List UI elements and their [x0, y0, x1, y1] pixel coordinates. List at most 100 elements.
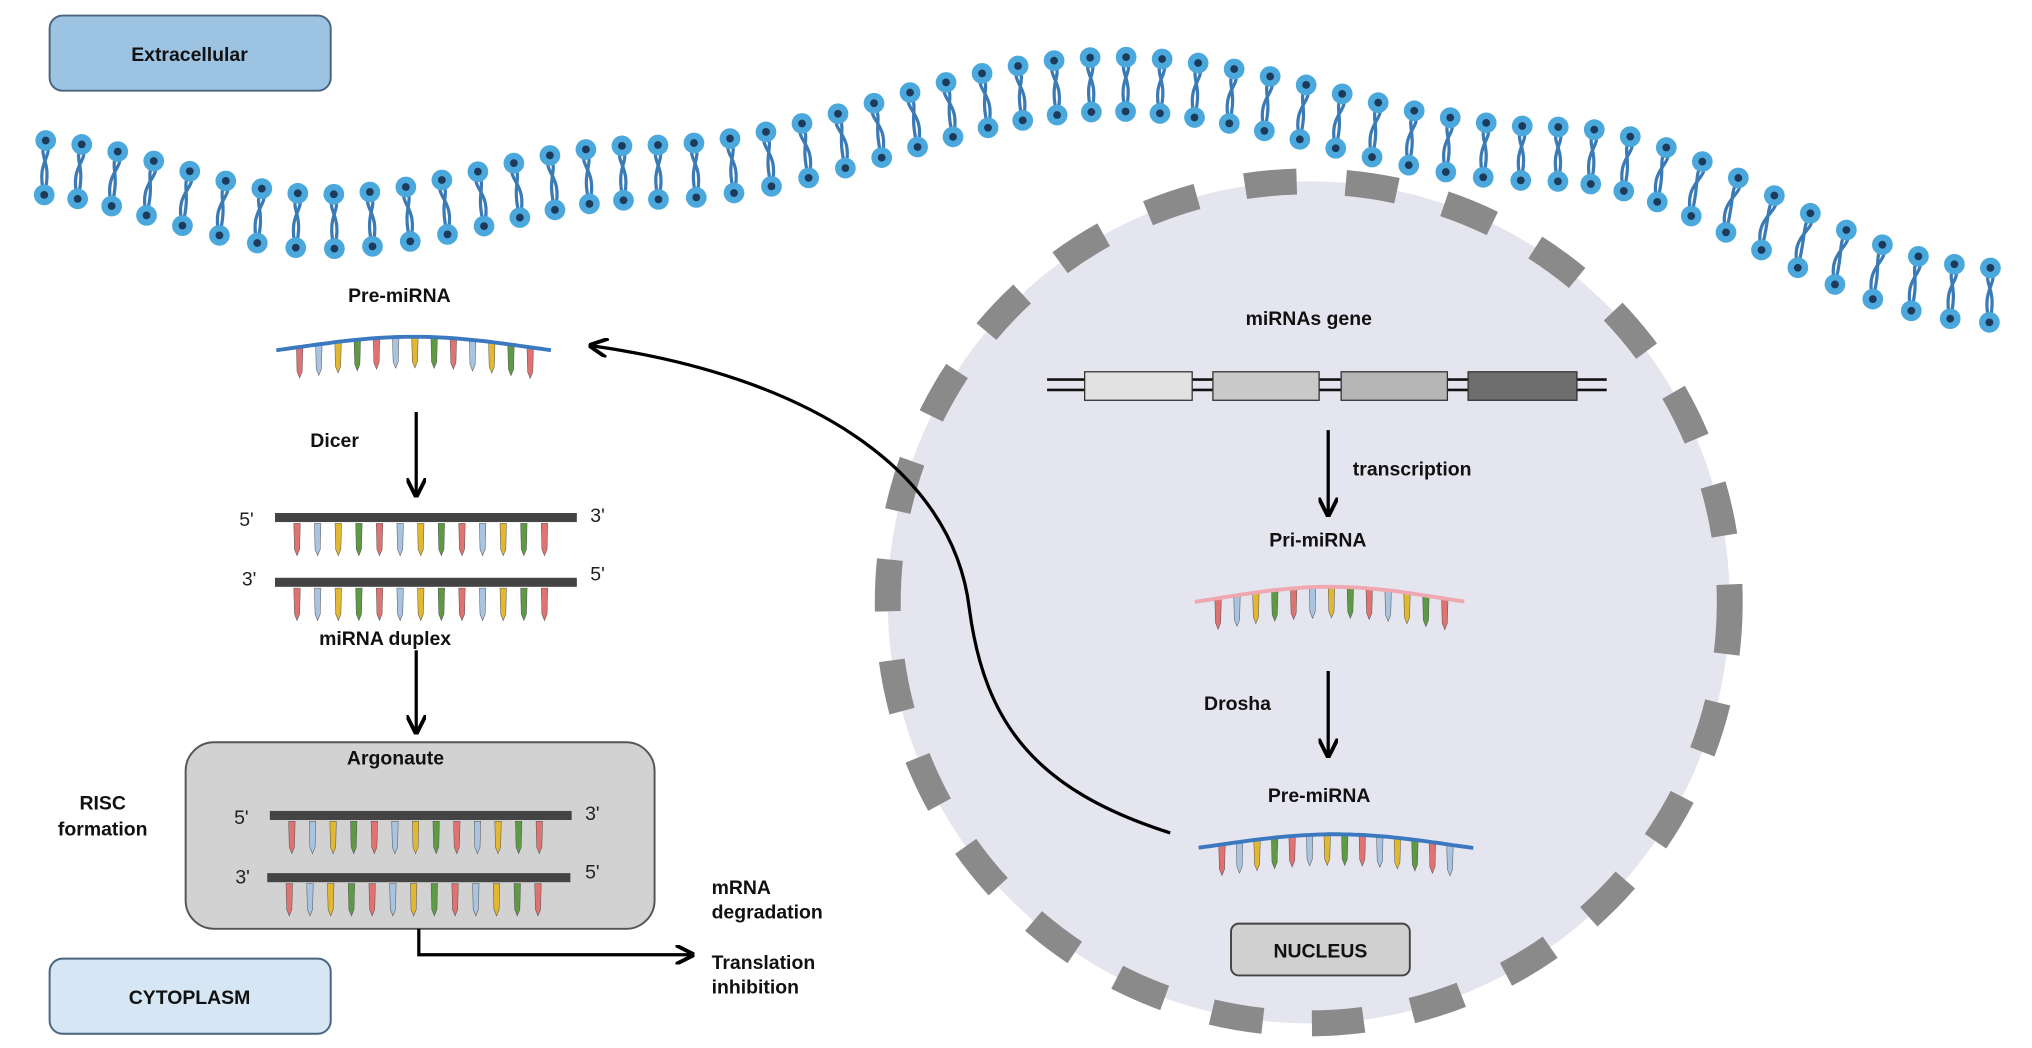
nucleotide: [453, 821, 461, 855]
nucleotide: [350, 821, 358, 855]
cell-membrane: [33, 46, 2001, 333]
risc-label: RISC: [80, 793, 126, 815]
phospholipid: [1613, 126, 1641, 202]
phospholipid: [33, 130, 57, 206]
nucleotide: [370, 821, 378, 855]
rna-backbone: [276, 334, 552, 353]
rna-backbone: [1198, 832, 1474, 850]
nucleotide: [293, 523, 301, 557]
argonaute-label: Argonaute: [347, 747, 444, 769]
rna-strand-bar: [275, 512, 577, 523]
phospholipid: [1580, 119, 1605, 195]
phospholipid: [1547, 116, 1569, 192]
translation-inhibition-label: inhibition: [712, 977, 799, 999]
nucleotide: [376, 587, 384, 622]
nucleotide: [451, 883, 459, 917]
phospholipid: [1218, 58, 1245, 134]
three-prime-label: 3': [235, 866, 250, 888]
cytoplasm-label: CYTOPLASM: [129, 987, 251, 1009]
phospholipid: [1472, 112, 1497, 188]
phospholipid: [1979, 257, 2001, 333]
phospholipid: [1079, 47, 1102, 123]
phospholipid: [1435, 107, 1461, 183]
nucleotide: [488, 341, 496, 374]
phospholipid: [1007, 55, 1034, 131]
phospholipid: [971, 63, 999, 139]
phospholipid: [1824, 219, 1857, 295]
nucleotide: [499, 523, 507, 557]
nucleotide: [396, 587, 404, 622]
nucleotide: [499, 587, 507, 622]
pre-mirna-cytoplasm-label: Pre-miRNA: [348, 285, 451, 307]
phospholipid: [791, 113, 819, 189]
nucleotide: [472, 883, 480, 917]
cytoplasm-label-box: CYTOPLASM: [48, 957, 332, 1035]
nucleotide: [314, 587, 322, 622]
mrna-degradation-label: degradation: [712, 901, 823, 923]
five-prime-label: 5': [234, 807, 249, 829]
phospholipid: [1184, 52, 1209, 128]
phospholipid: [1680, 151, 1713, 227]
phospholipid: [1115, 46, 1137, 122]
pri-mirna-strand: [1194, 584, 1465, 631]
nucleotide: [479, 523, 487, 557]
nucleotide: [535, 821, 543, 855]
pre-mirna-nucleus-strand: [1198, 832, 1474, 877]
nucleus-label-box: NUCLEUS: [1230, 922, 1411, 977]
nucleotide: [417, 523, 425, 557]
argonaute-complex: Argonaute 5' 3' 3' 5': [184, 741, 656, 930]
phospholipid: [431, 169, 458, 245]
phospholipid: [719, 128, 745, 204]
phospholipid: [1361, 92, 1389, 168]
phospholipid: [323, 183, 345, 259]
mrna-degradation-label: mRNA: [712, 877, 771, 899]
nucleus: miRNAs gene transcription Pri-miRNA Dros…: [874, 168, 1743, 1037]
phospholipid: [863, 92, 893, 168]
nucleotide: [437, 587, 445, 622]
nucleotide: [411, 336, 419, 369]
phospholipid: [209, 170, 237, 246]
nucleotide: [334, 587, 342, 622]
phospholipid: [1043, 50, 1068, 126]
nucleotide: [520, 587, 528, 622]
nucleus-label: NUCLEUS: [1273, 940, 1367, 962]
pre-mirna-nucleus-label: Pre-miRNA: [1268, 785, 1371, 807]
nucleotide: [355, 523, 363, 557]
phospholipid: [1398, 100, 1425, 176]
phospholipid: [67, 134, 93, 210]
nucleotide: [540, 587, 548, 622]
three-prime-label: 3': [242, 569, 257, 591]
rna-strand-bar: [269, 810, 572, 821]
nucleotide: [458, 523, 466, 557]
nucleotide: [306, 883, 314, 917]
mirna-gene: [1047, 371, 1607, 401]
phospholipid: [575, 139, 600, 215]
nucleotide: [412, 821, 420, 855]
phospholipid: [935, 72, 964, 148]
nucleotide: [391, 821, 399, 855]
nucleotide: [520, 523, 528, 557]
nucleotide: [396, 523, 404, 557]
phospholipid: [899, 82, 928, 158]
phospholipid: [539, 145, 566, 221]
extracellular-label-box: Extracellular: [48, 14, 332, 92]
phospholipid: [1289, 74, 1317, 150]
nucleotide: [432, 821, 440, 855]
risc-label: formation: [58, 819, 148, 841]
nucleotide: [314, 523, 322, 557]
nucleotide: [515, 821, 523, 855]
mirna-duplex: [275, 512, 577, 622]
phospholipid: [1787, 202, 1821, 279]
five-prime-label: 5': [590, 563, 605, 585]
phospholipid: [172, 160, 201, 237]
nucleotide: [534, 883, 542, 917]
nucleotide: [540, 523, 548, 557]
nucleotide: [329, 821, 337, 855]
nucleotide: [513, 883, 521, 917]
phospholipid: [1939, 253, 1965, 330]
nucleotide: [347, 883, 355, 917]
nucleotide: [327, 883, 335, 917]
five-prime-label: 5': [585, 861, 600, 883]
nucleotide: [494, 821, 502, 855]
